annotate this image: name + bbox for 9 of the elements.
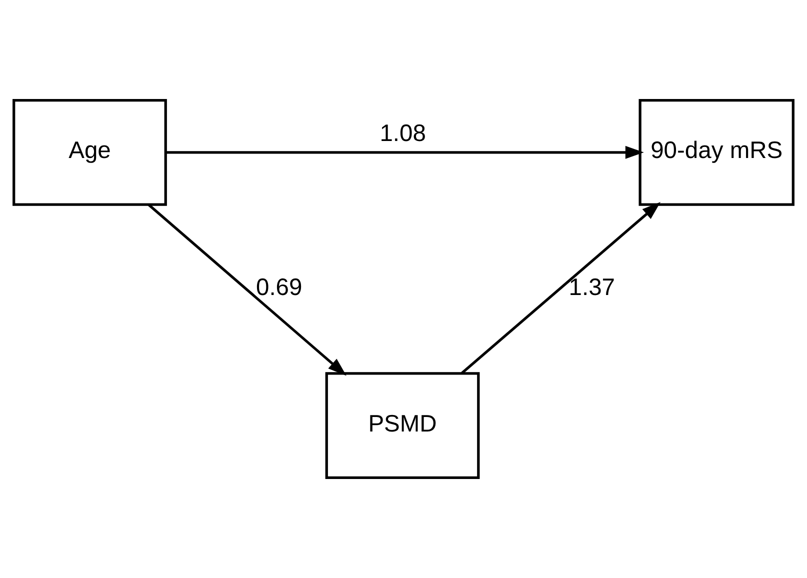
edge-label: 1.08 <box>380 120 426 148</box>
node-box: 90-day mRS <box>638 98 794 206</box>
node-box: Age <box>12 98 167 206</box>
edge-label: 1.37 <box>568 274 616 301</box>
edge-label: 0.69 <box>256 274 302 301</box>
arrow <box>148 204 346 376</box>
arrow <box>461 202 661 374</box>
arrow <box>166 146 644 159</box>
node-box: PSMD <box>325 372 480 480</box>
